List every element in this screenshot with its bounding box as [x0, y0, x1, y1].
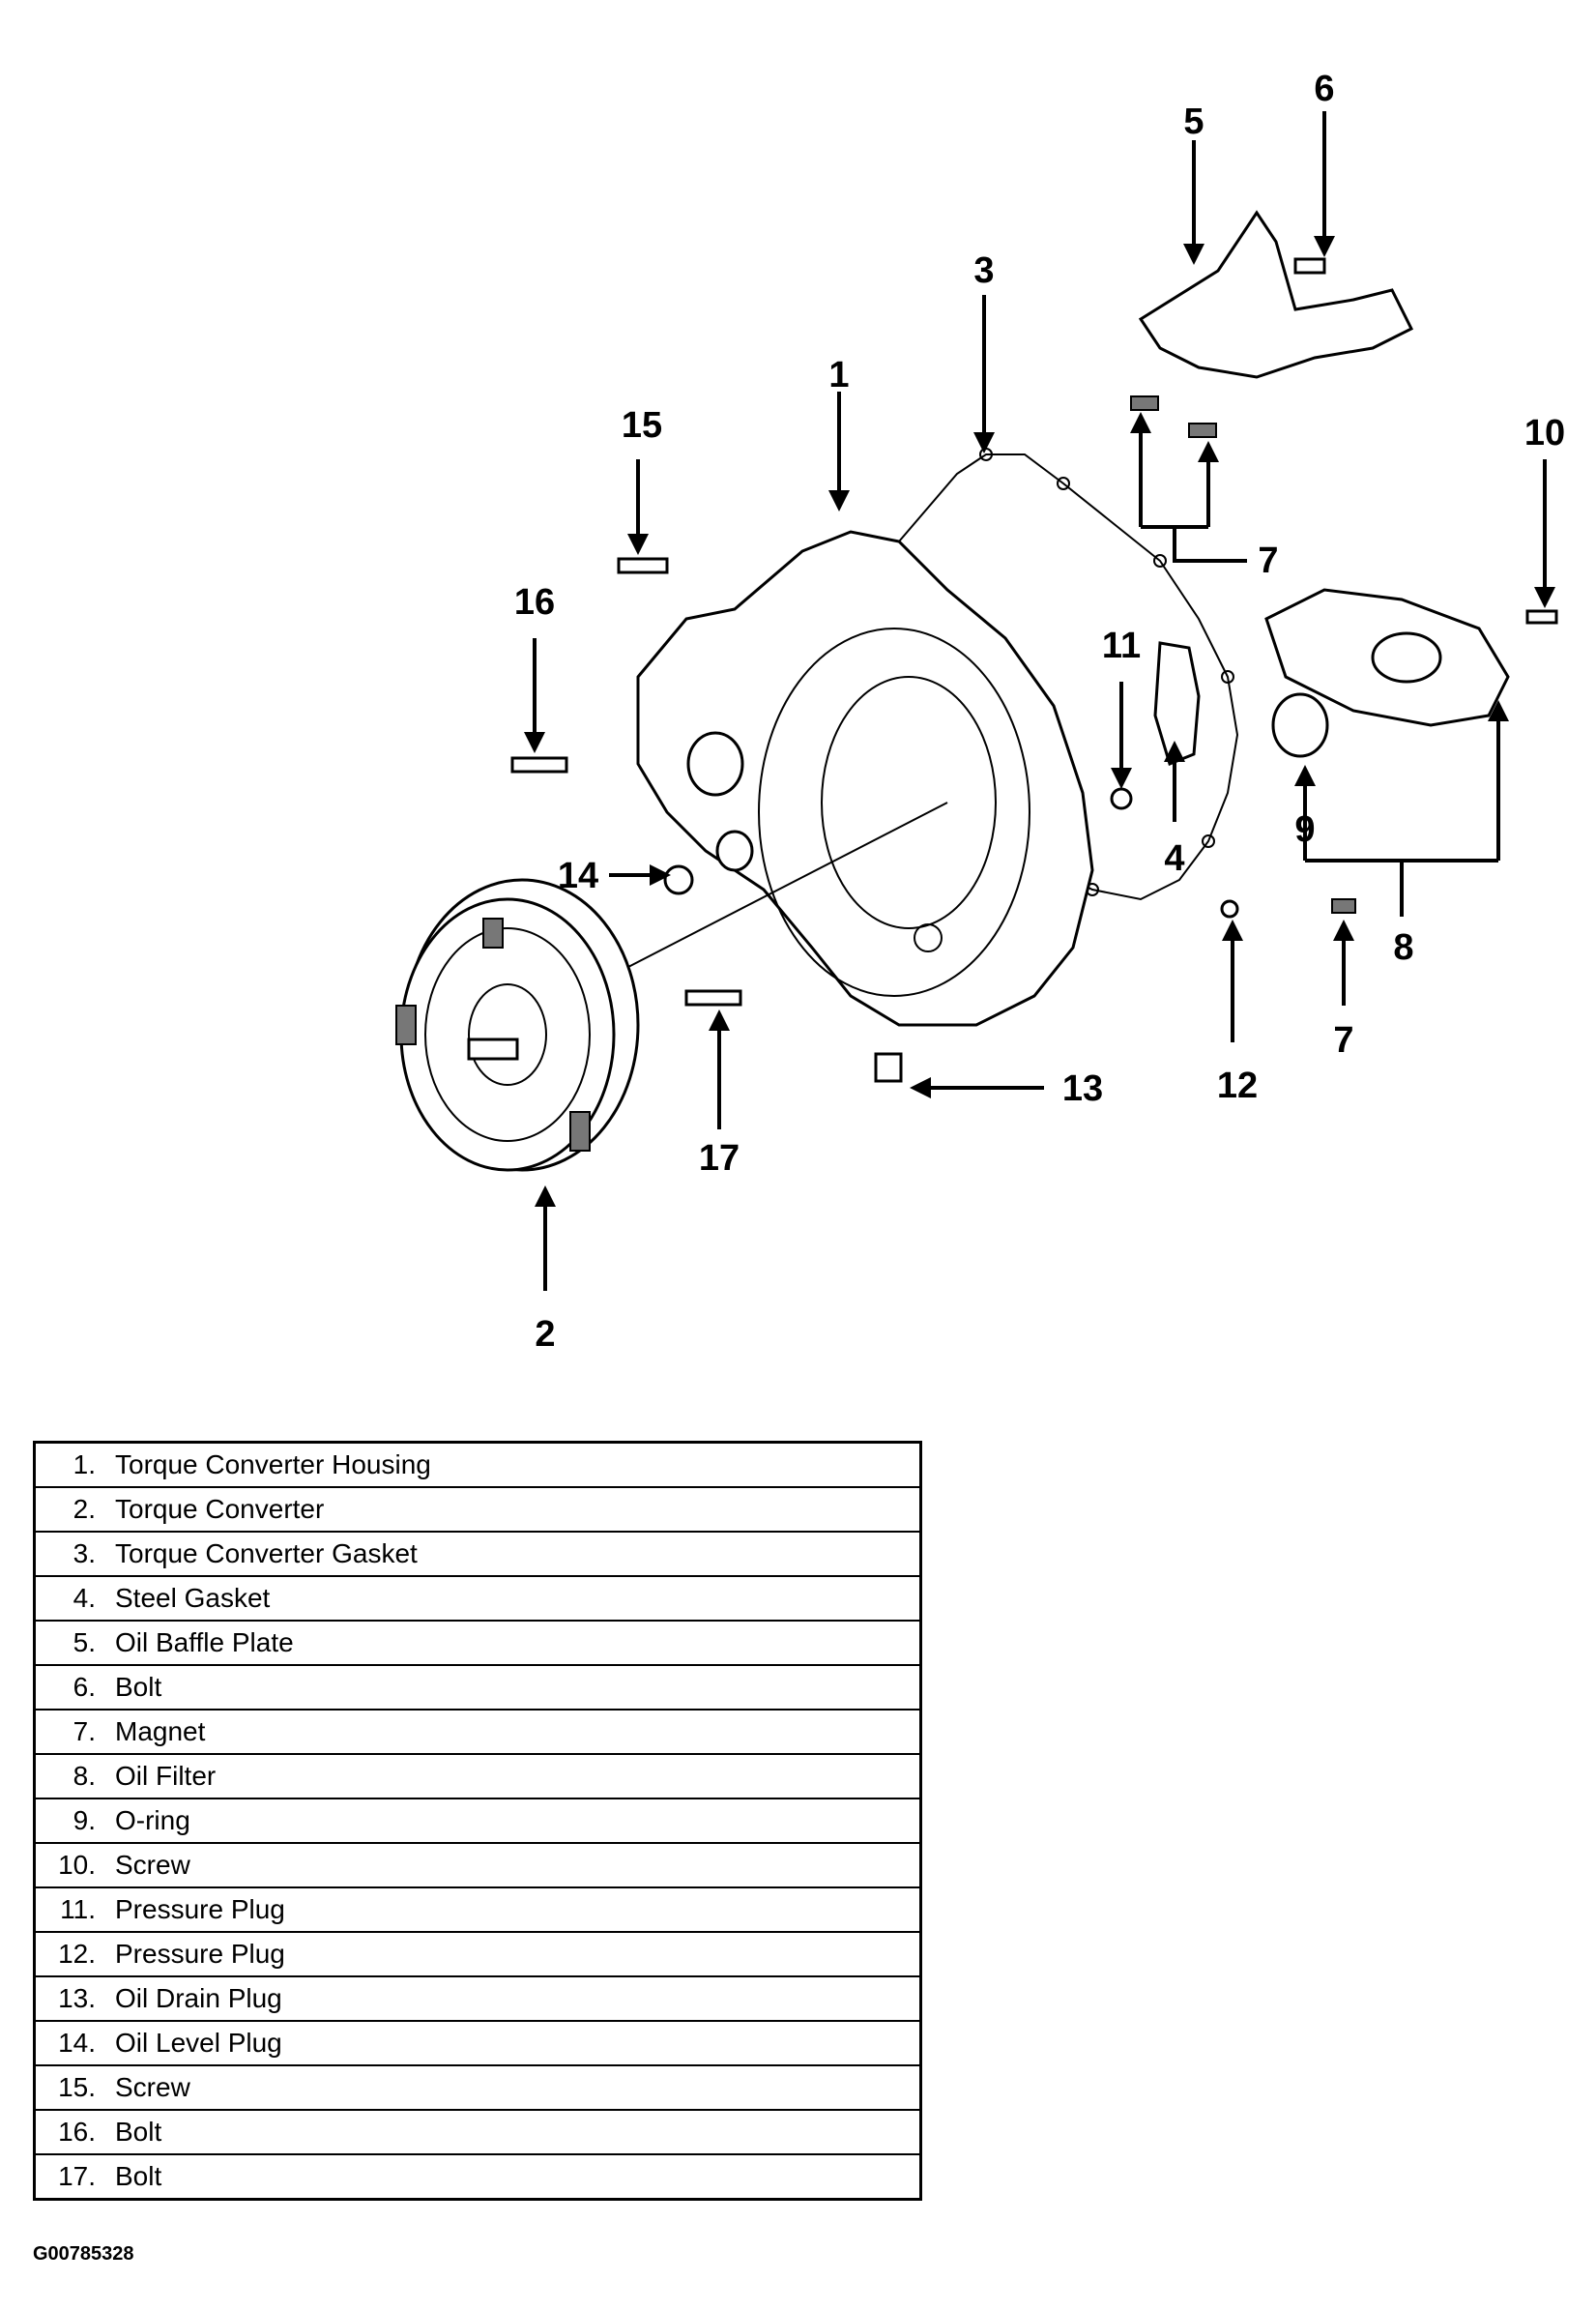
legend-row: 12.Pressure Plug [34, 1931, 921, 1976]
legend-row: 7.Magnet [34, 1709, 921, 1754]
callout-6: 6 [1314, 69, 1334, 109]
legend-row: 16.Bolt [34, 2109, 921, 2154]
legend-row: 2.Torque Converter [34, 1486, 921, 1532]
legend-description: Pressure Plug [115, 1931, 921, 1976]
legend-number: 2. [34, 1486, 115, 1532]
callout-3: 3 [973, 250, 994, 291]
legend-number: 16. [34, 2109, 115, 2154]
callout-14: 14 [558, 856, 598, 896]
oil-level-plug-14 [663, 864, 694, 895]
callout-12: 12 [1217, 1066, 1258, 1106]
callout-11: 11 [1102, 626, 1141, 666]
legend-number: 9. [34, 1798, 115, 1843]
legend-number: 14. [34, 2020, 115, 2065]
legend-number: 5. [34, 1620, 115, 1665]
steel-gasket [1153, 641, 1201, 767]
legend-description: Bolt [115, 2109, 921, 2154]
legend-description: Oil Drain Plug [115, 1975, 921, 2021]
legend-description: Pressure Plug [115, 1886, 921, 1932]
o-ring [1271, 692, 1329, 758]
legend-description: Oil Level Plug [115, 2020, 921, 2065]
legend-number: 1. [73, 1449, 96, 1479]
pressure-plug-12 [1220, 899, 1239, 919]
magnet-7b [1331, 898, 1356, 914]
callout-15: 15 [622, 405, 662, 446]
callout-9: 9 [1294, 809, 1315, 850]
callout-2: 2 [535, 1314, 555, 1355]
legend-row: 17.Bolt [34, 2153, 921, 2200]
legend-number: 13. [34, 1975, 115, 2021]
legend-number: 4. [34, 1575, 115, 1621]
callout-16: 16 [514, 582, 555, 623]
bolt-17 [684, 989, 742, 1007]
legend-number: 17. [34, 2153, 115, 2200]
legend-row: 1. Torque Converter Housing [35, 1443, 921, 1488]
callout-10: 10 [1524, 413, 1565, 453]
callout-8: 8 [1393, 927, 1413, 968]
legend-row: 4.Steel Gasket [34, 1575, 921, 1621]
legend-row: 15.Screw [34, 2064, 921, 2110]
legend-description: Torque Converter Housing [115, 1449, 431, 1479]
legend-row: 11.Pressure Plug [34, 1886, 921, 1932]
legend-row: 8.Oil Filter [34, 1753, 921, 1798]
legend-number: 12. [34, 1931, 115, 1976]
legend-row: 9.O-ring [34, 1798, 921, 1843]
torque-converter [395, 878, 640, 1172]
legend-number: 8. [34, 1753, 115, 1798]
figure-id: G00785328 [33, 2243, 134, 2265]
legend-row: 6.Bolt [34, 1664, 921, 1710]
bolt-16 [510, 756, 568, 774]
callout-7a: 7 [1258, 541, 1278, 581]
callout-17: 17 [699, 1138, 740, 1179]
legend-row: 5.Oil Baffle Plate [34, 1620, 921, 1665]
legend-description: Torque Converter Gasket [115, 1531, 921, 1576]
oil-drain-plug-13 [874, 1052, 903, 1083]
callout-1: 1 [828, 355, 849, 395]
screw-10 [1525, 609, 1558, 625]
screw-15 [617, 557, 669, 574]
callout-7b: 7 [1333, 1020, 1353, 1061]
callout-4: 4 [1164, 838, 1184, 879]
legend-number: 3. [34, 1531, 115, 1576]
legend-description: Steel Gasket [115, 1575, 921, 1621]
legend-number: 7. [34, 1709, 115, 1754]
legend-row: 14.Oil Level Plug [34, 2020, 921, 2065]
legend-number: 15. [34, 2064, 115, 2110]
bolt-6 [1293, 257, 1326, 275]
legend-row: 10.Screw [34, 1842, 921, 1887]
legend-description: Magnet [115, 1709, 921, 1754]
legend-description: Oil Filter [115, 1753, 921, 1798]
legend-description: Screw [115, 1842, 921, 1887]
legend-description: Screw [115, 2064, 921, 2110]
legend-row: 3.Torque Converter Gasket [34, 1531, 921, 1576]
callout-13: 13 [1062, 1068, 1103, 1109]
legend-number: 10. [34, 1842, 115, 1887]
legend-description: O-ring [115, 1798, 921, 1843]
legend-number: 11. [34, 1886, 115, 1932]
magnet-7a [1130, 395, 1217, 438]
legend-description: Oil Baffle Plate [115, 1620, 921, 1665]
pressure-plug-11 [1110, 787, 1133, 810]
legend-description: Bolt [115, 2153, 921, 2200]
legend-description: Torque Converter [115, 1486, 921, 1532]
legend-number: 6. [34, 1664, 115, 1710]
oil-baffle-plate [1138, 210, 1414, 379]
legend-row: 13.Oil Drain Plug [34, 1975, 921, 2021]
leader-lines [524, 111, 1555, 1291]
callout-5: 5 [1183, 102, 1204, 142]
exploded-parts-diagram: 1 2 3 4 5 6 7 7 8 9 10 11 12 13 14 15 16… [395, 69, 1565, 1355]
legend-description: Bolt [115, 1664, 921, 1710]
